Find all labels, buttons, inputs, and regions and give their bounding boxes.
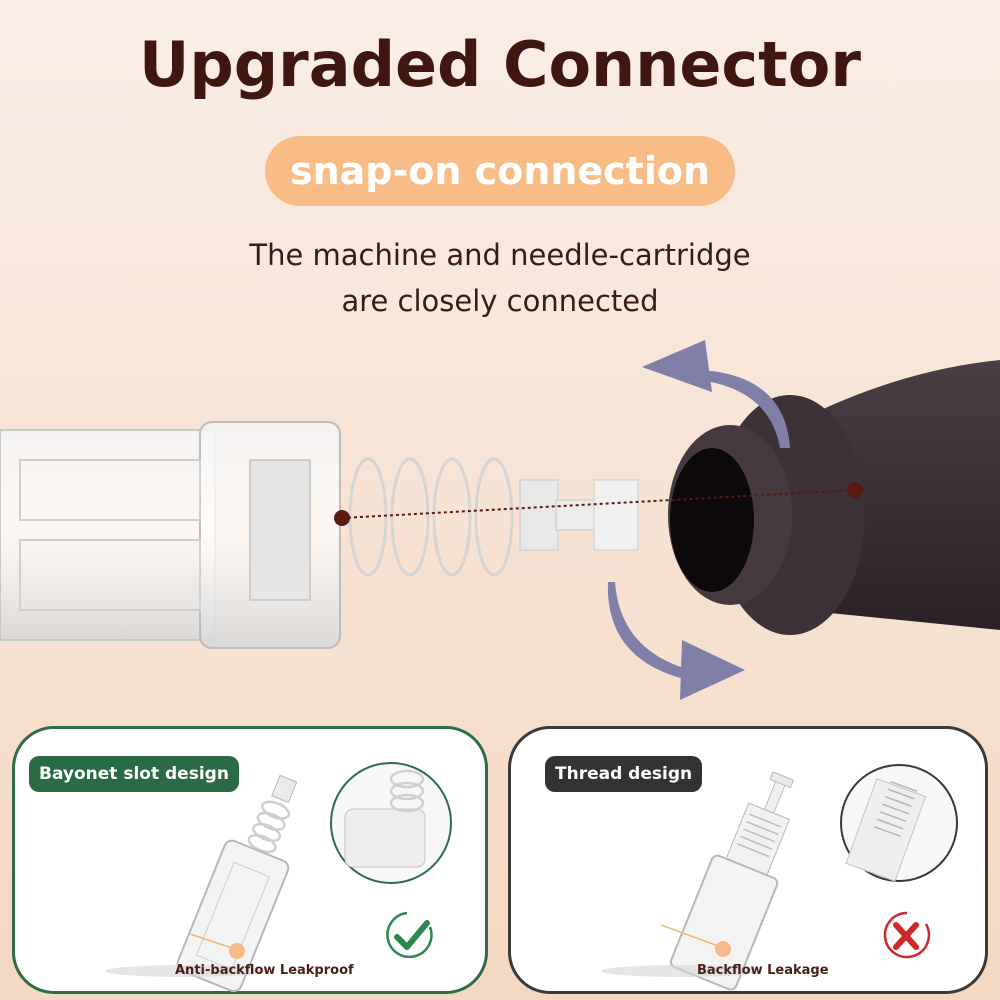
page-title: Upgraded Connector xyxy=(139,28,861,101)
bayonet-design-card: Bayonet slot design Anti-backflow Leakpr… xyxy=(12,726,488,994)
subtitle-line-2: are closely connected xyxy=(341,284,659,318)
bayonet-caption: Anti-backflow Leakproof xyxy=(175,963,354,978)
thread-caption: Backflow Leakage xyxy=(697,963,829,978)
thread-design-badge: Thread design xyxy=(545,756,703,792)
feature-pill: snap-on connection xyxy=(265,136,735,206)
x-circle-icon xyxy=(883,911,931,959)
feature-pill-label: snap-on connection xyxy=(289,149,711,193)
leak-point-dot xyxy=(715,941,731,957)
rotate-arrow-bottom-icon xyxy=(607,582,745,700)
axis-dot-left xyxy=(334,510,350,526)
leak-point-dot xyxy=(229,943,245,959)
axis-dot-right xyxy=(847,482,863,498)
bayonet-cartridge-image xyxy=(176,774,298,993)
connector-illustration xyxy=(0,340,1000,700)
rotate-arrow-top-icon xyxy=(642,340,790,448)
alignment-axis xyxy=(341,489,856,519)
machine-handpiece xyxy=(668,360,1000,635)
subtitle: The machine and needle-cartridge are clo… xyxy=(0,232,1000,324)
thread-cartridge-image xyxy=(669,771,795,991)
thread-design-card: Thread design Backflow Leakage xyxy=(508,726,988,994)
check-circle-icon xyxy=(386,911,433,959)
thread-zoom-circle xyxy=(840,764,958,882)
subtitle-line-1: The machine and needle-cartridge xyxy=(249,238,751,272)
bayonet-zoom-circle xyxy=(330,762,452,884)
bayonet-design-badge: Bayonet slot design xyxy=(29,756,239,792)
needle-cartridge xyxy=(0,421,639,649)
